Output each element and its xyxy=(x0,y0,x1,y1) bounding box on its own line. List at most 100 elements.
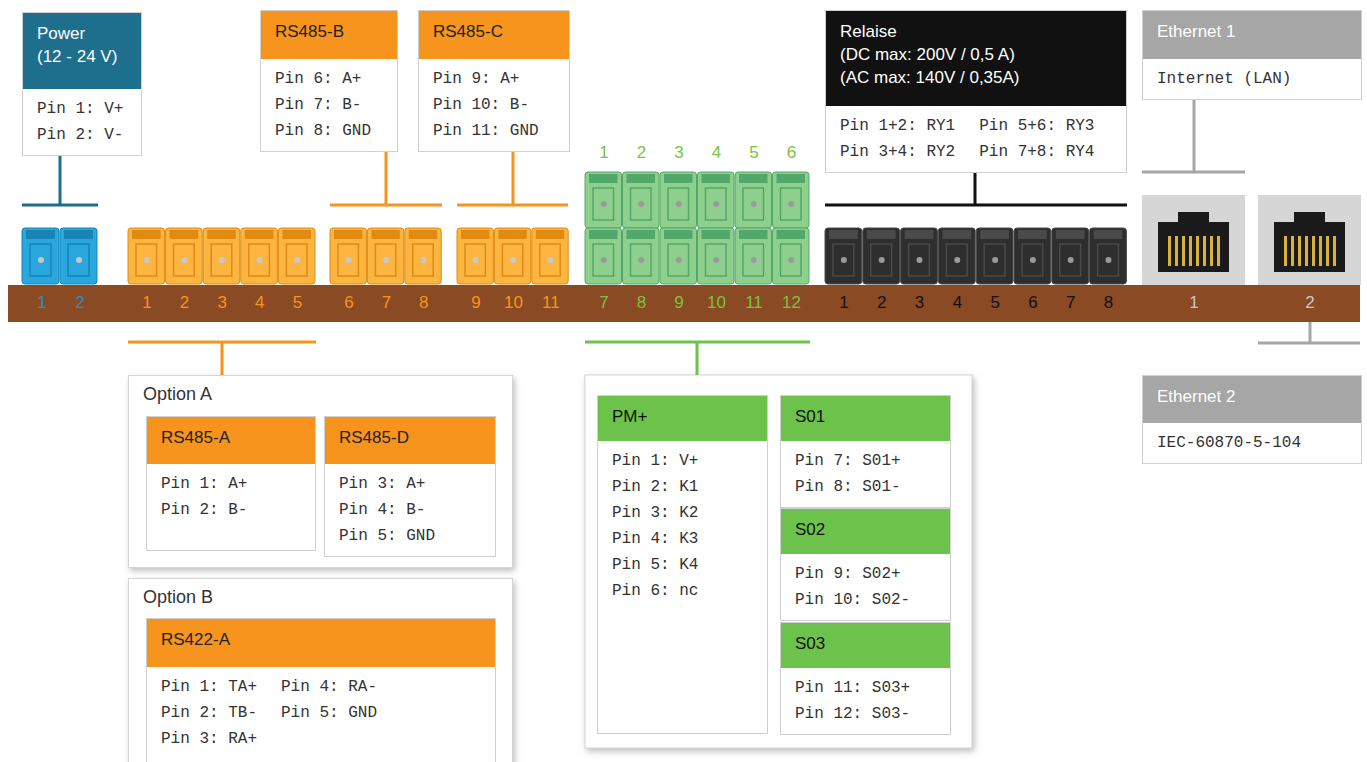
terminal-lip xyxy=(245,230,274,239)
terminal-screw xyxy=(144,257,150,263)
terminal-lip xyxy=(132,230,161,239)
terminal-screw xyxy=(1030,257,1036,263)
screw-terminal xyxy=(660,228,697,284)
pin-assignment: Pin 3: A+ xyxy=(339,471,481,497)
box-title: (AC max: 140V / 0,35A) xyxy=(840,66,1112,89)
box-body: Internet (LAN) xyxy=(1143,59,1361,99)
pin-assignment: Pin 4: RA- xyxy=(281,674,377,700)
terminal-body xyxy=(241,228,278,284)
terminal-lip xyxy=(26,230,55,239)
box-title: Ethernet 2 xyxy=(1157,385,1347,408)
box-title: Ethernet 1 xyxy=(1157,20,1347,43)
pin-assignment: Pin 3: K2 xyxy=(612,500,753,526)
leader-line xyxy=(330,148,442,205)
terminal-body xyxy=(585,172,622,228)
box-header: S02 xyxy=(781,509,950,554)
box-body: Pin 3: A+Pin 4: B-Pin 5: GND xyxy=(325,464,495,556)
terminal-opening xyxy=(631,244,652,276)
terminal-body xyxy=(494,228,530,284)
screw-terminal xyxy=(330,228,366,284)
screw-terminal xyxy=(60,228,97,284)
terminal-body xyxy=(405,228,441,284)
terminal-lip xyxy=(739,174,768,183)
box-body: Pin 1+2: RY1Pin 3+4: RY2Pin 5+6: RY3Pin … xyxy=(826,106,1126,172)
pin-number: 2 xyxy=(75,293,84,313)
terminal-opening xyxy=(706,188,727,220)
pin-assignment: Pin 5+6: RY3 xyxy=(979,113,1094,139)
terminal-screw xyxy=(788,201,794,207)
box-header: RS485-C xyxy=(419,11,569,59)
screw-terminal xyxy=(773,172,810,228)
terminal-body xyxy=(457,228,493,284)
box-body: Pin 9: S02+Pin 10: S02- xyxy=(781,554,950,620)
terminal-screw xyxy=(879,257,885,263)
terminal-body xyxy=(623,228,660,284)
terminal-lip xyxy=(1056,230,1085,239)
option-group: Option BRS422-APin 1: TA+Pin 2: TB-Pin 3… xyxy=(128,578,513,762)
pin-assignment: Pin 11: GND xyxy=(433,118,555,144)
box-body: Pin 11: S03+Pin 12: S03- xyxy=(781,668,950,734)
terminal-lip xyxy=(777,174,806,183)
terminal-body xyxy=(278,228,315,284)
leader-lines xyxy=(22,92,1360,375)
terminal-screw xyxy=(954,257,960,263)
terminal-screw xyxy=(383,257,389,263)
terminal-opening xyxy=(743,188,764,220)
pin-assignment: Internet (LAN) xyxy=(1157,66,1347,92)
terminal-screw xyxy=(181,257,187,263)
pin-number: 1 xyxy=(37,293,46,313)
pin-assignment: Pin 1: V+ xyxy=(37,96,127,122)
pin-assignment: Pin 1: TA+ xyxy=(161,674,257,700)
terminal-opening xyxy=(833,244,854,276)
terminal-body xyxy=(901,228,938,284)
option-group: Option A RS485-APin 1: A+Pin 2: B- RS485-D… xyxy=(128,375,513,568)
pin-assignment: Pin 5: K4 xyxy=(612,552,753,578)
pin-assignment: Pin 6: A+ xyxy=(275,66,383,92)
terminal-opening xyxy=(1022,244,1043,276)
port-box: Power(12 - 24 V)Pin 1: V+Pin 2: V- xyxy=(22,12,142,156)
box-title: Relaise xyxy=(840,20,1112,43)
terminal-lip xyxy=(334,230,362,239)
jack-contact xyxy=(1326,236,1329,266)
terminal-screw xyxy=(992,257,998,263)
screw-terminal xyxy=(203,228,240,284)
terminal-opening xyxy=(465,244,485,276)
terminal-opening xyxy=(68,244,89,276)
terminal-body xyxy=(1090,228,1127,284)
screw-terminal xyxy=(1052,228,1089,284)
terminal-lip xyxy=(702,174,731,183)
terminal-lip xyxy=(589,230,618,239)
jack-opening xyxy=(1274,212,1345,272)
pin-assignment: IEC-60870-5-104 xyxy=(1157,430,1347,456)
pin-number: 4 xyxy=(255,293,264,313)
jack-contact xyxy=(1298,236,1301,266)
jack-contact xyxy=(1210,236,1213,266)
pin-number: 3 xyxy=(915,293,924,313)
pin-number: 10 xyxy=(707,293,726,313)
port-box: Ethernet 2 IEC-60870-5-104 xyxy=(1142,375,1362,464)
group-title: Option A xyxy=(143,384,212,405)
pin-number: 7 xyxy=(599,293,608,313)
terminal-body xyxy=(698,172,735,228)
pin-assignment: Pin 5: GND xyxy=(281,700,377,726)
terminal-body xyxy=(773,172,810,228)
terminal-screw xyxy=(676,201,682,207)
port-box: RS485-APin 1: A+Pin 2: B- xyxy=(146,416,316,551)
rj45-jack xyxy=(1142,195,1245,285)
jack-contact xyxy=(1182,236,1185,266)
leader-line xyxy=(22,148,98,205)
terminal-body xyxy=(22,228,59,284)
terminal-screw xyxy=(713,201,719,207)
box-title: RS485-D xyxy=(339,426,481,449)
leader-line xyxy=(585,342,810,375)
pin-assignment: Pin 2: B- xyxy=(161,497,301,523)
box-body: Pin 1: TA+Pin 2: TB-Pin 3: RA+Pin 4: RA-… xyxy=(147,667,495,762)
jack-contact xyxy=(1291,236,1294,266)
pin-number: 11 xyxy=(542,293,560,313)
screw-terminal xyxy=(457,228,493,284)
screw-terminal xyxy=(901,228,938,284)
terminal-lip xyxy=(627,230,656,239)
terminal-lip xyxy=(942,230,971,239)
terminal-opening xyxy=(631,188,652,220)
